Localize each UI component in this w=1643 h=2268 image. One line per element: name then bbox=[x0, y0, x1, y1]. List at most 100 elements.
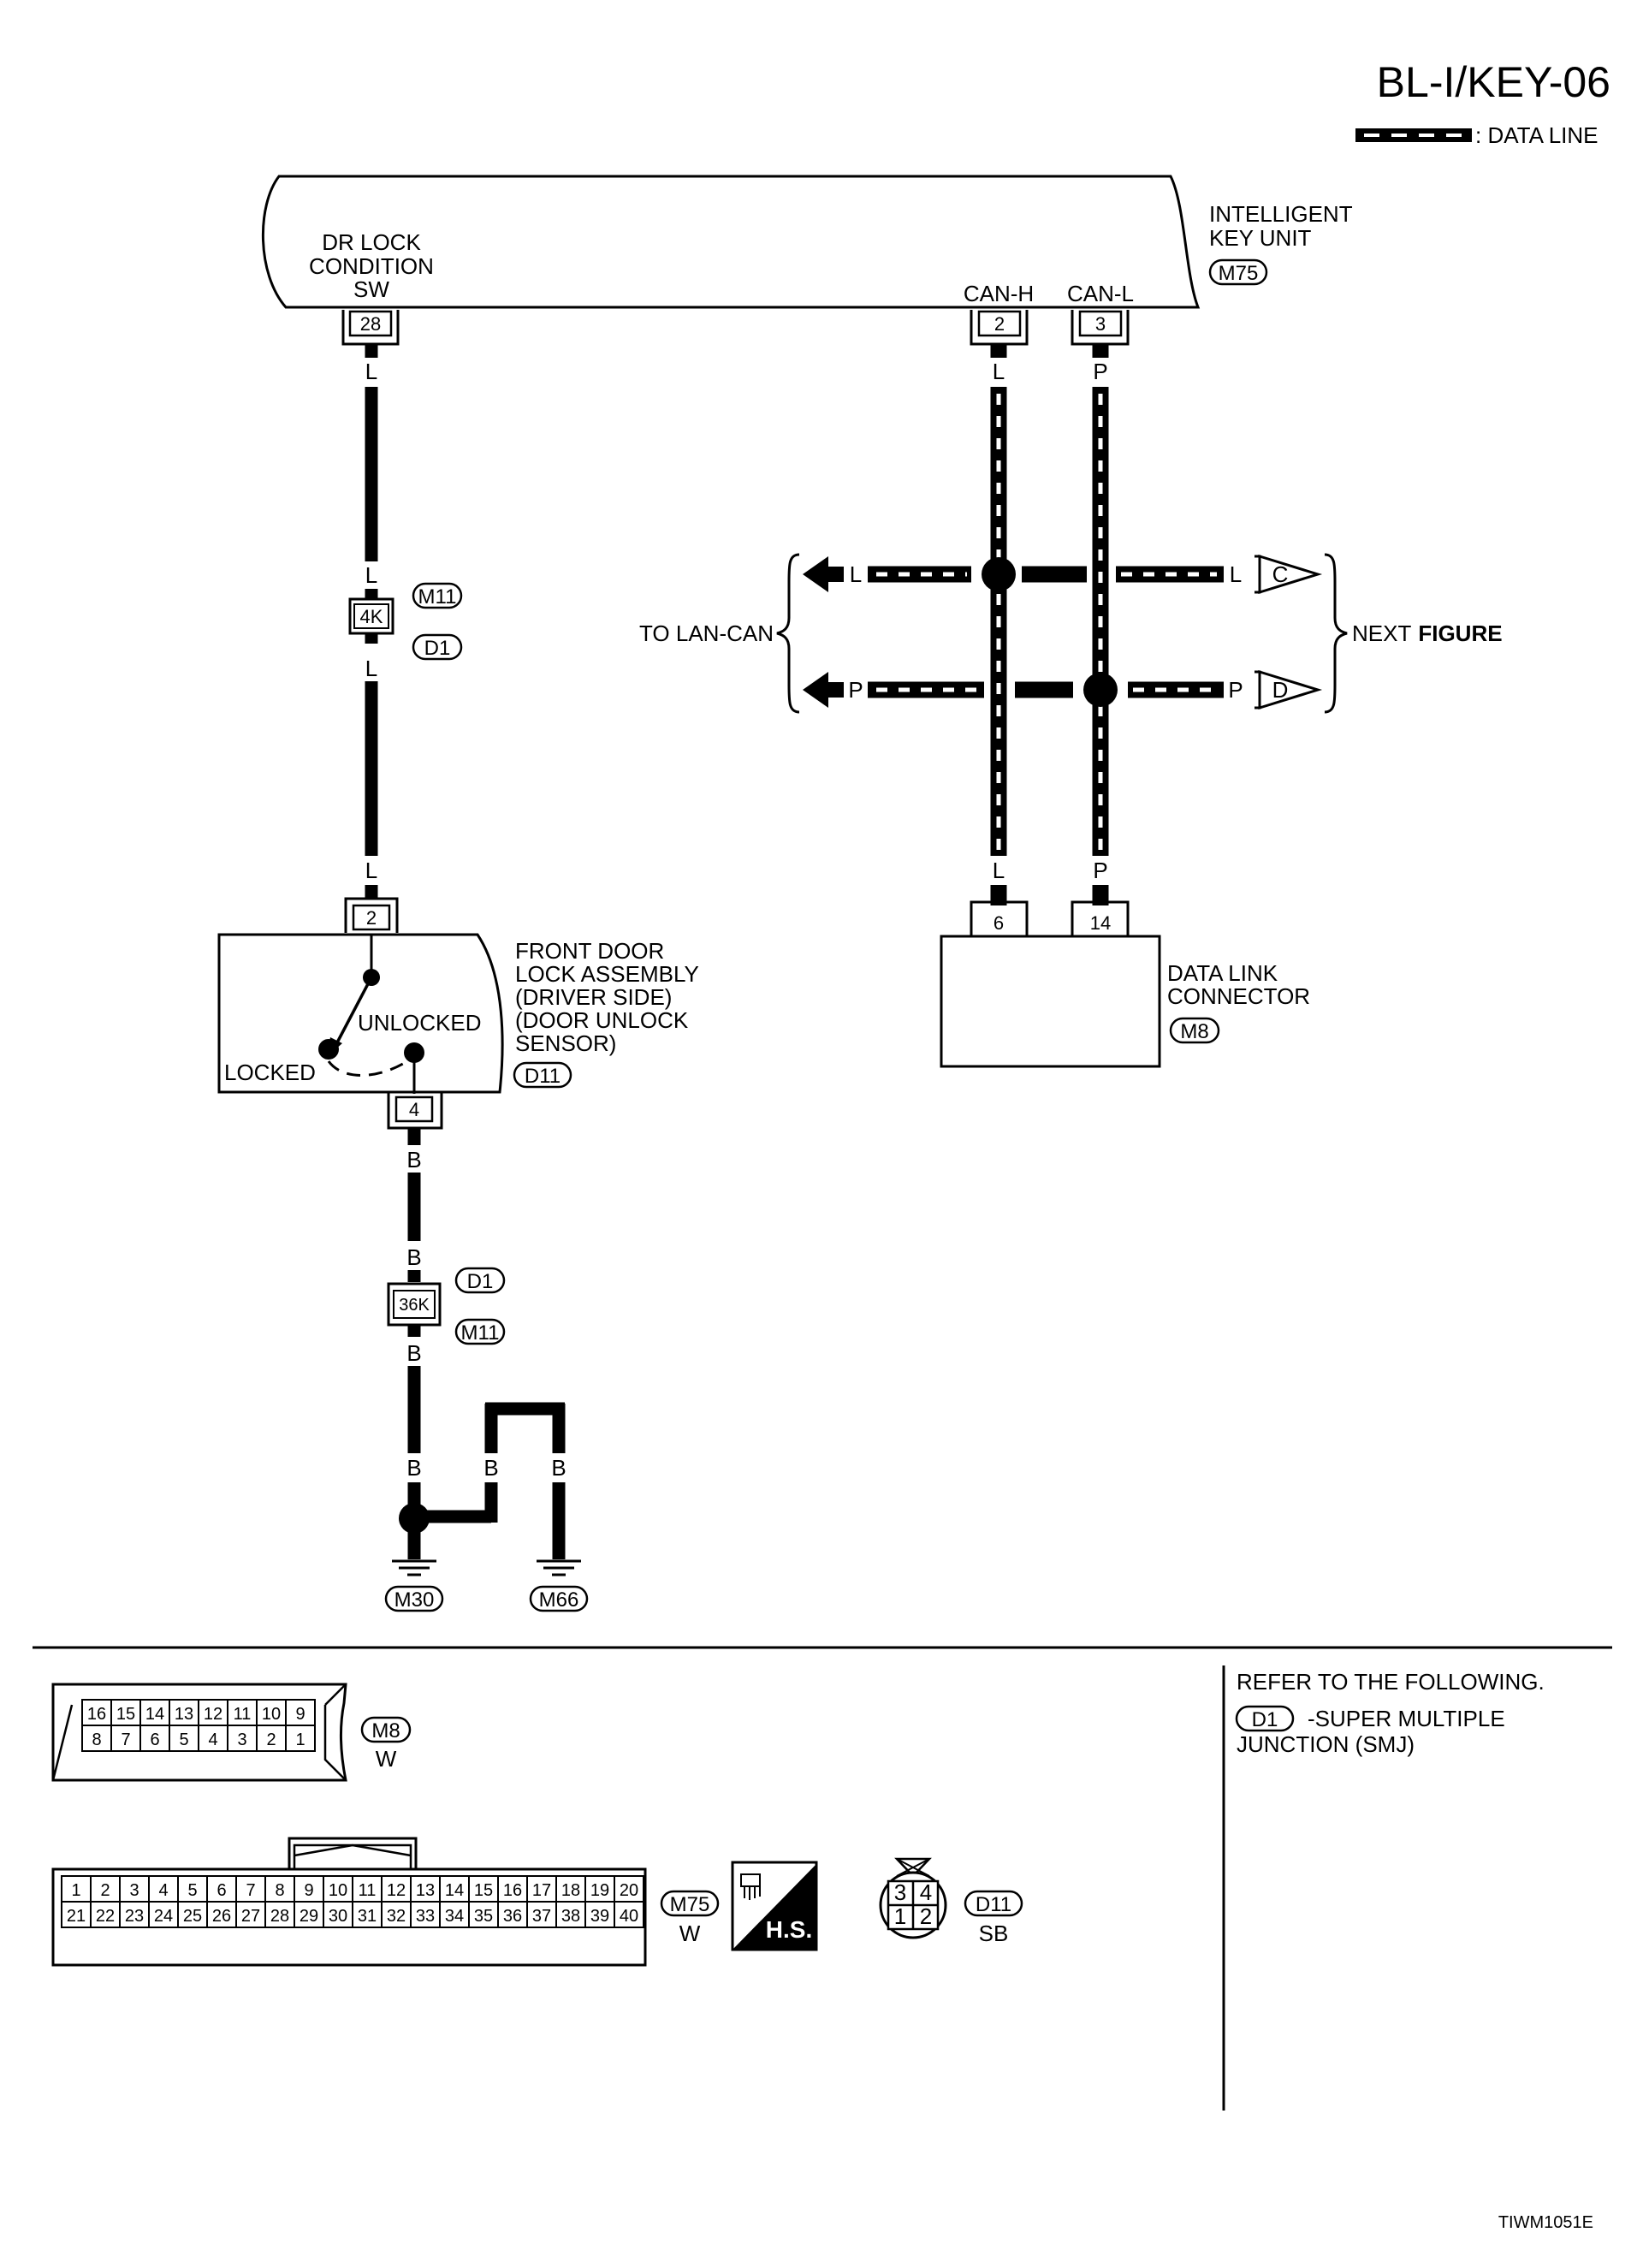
pin-number: 15 bbox=[474, 1881, 493, 1900]
pin-number: 33 bbox=[416, 1907, 435, 1926]
data-link-connector-body bbox=[940, 935, 1161, 1068]
door-lock-connector-label: D11 bbox=[525, 1065, 561, 1088]
connector-view-d11-label: D11 bbox=[976, 1893, 1011, 1916]
pin-number: 29 bbox=[300, 1907, 318, 1926]
door-lock-name-1: FRONT DOOR bbox=[515, 938, 664, 964]
connector-view-m75-tag: M75 bbox=[660, 1890, 720, 1917]
pin-cell bbox=[555, 1875, 586, 1903]
pin-cell bbox=[614, 1901, 644, 1928]
d11-pin-4: 4 bbox=[920, 1879, 932, 1905]
lan-can-p-wire-color-left: P bbox=[848, 677, 863, 703]
d11-pin-3: 3 bbox=[894, 1879, 906, 1905]
wire-b-ground bbox=[407, 1128, 566, 1559]
pin-number: 38 bbox=[561, 1907, 580, 1926]
front-door-lock-assembly bbox=[217, 933, 504, 1094]
next-figure-tag-c-label: C bbox=[1272, 561, 1289, 587]
wire-color-b-1: B bbox=[406, 1147, 421, 1173]
pin-cell bbox=[323, 1901, 353, 1928]
pin-cell bbox=[410, 1901, 441, 1928]
door-lock-unlocked-label: UNLOCKED bbox=[358, 1010, 481, 1036]
wire-color-b-4: B bbox=[406, 1455, 421, 1481]
door-lock-connector-tag: D11 bbox=[513, 1061, 572, 1089]
pin-number: 13 bbox=[416, 1881, 435, 1900]
connector-view-m75-color: W bbox=[679, 1921, 701, 1946]
pin-number: 25 bbox=[183, 1907, 202, 1926]
front-door-lock-pin-2: 2 bbox=[344, 897, 399, 933]
ground-tag-m30: M30 bbox=[384, 1585, 444, 1612]
can-l-splice-dot bbox=[1083, 673, 1118, 707]
pin-number: 16 bbox=[503, 1881, 522, 1900]
junction-4k: 4K bbox=[348, 597, 394, 635]
pin-cell bbox=[227, 1725, 258, 1752]
ground-splice-dot bbox=[399, 1503, 430, 1534]
pin-cell bbox=[381, 1901, 412, 1928]
door-lock-name-4: (DOOR UNLOCK bbox=[515, 1007, 689, 1033]
pin-cell bbox=[90, 1875, 121, 1903]
pin-number: 37 bbox=[532, 1907, 551, 1926]
can-h-wire-color-top: L bbox=[993, 359, 1005, 384]
door-lock-name-5: SENSOR) bbox=[515, 1030, 616, 1056]
pin-number: 7 bbox=[246, 1881, 255, 1900]
can-h-wire-color-bottom: L bbox=[993, 858, 1005, 883]
pin-number: 15 bbox=[116, 1705, 135, 1724]
connector-view-d11-color: SB bbox=[979, 1921, 1009, 1946]
pin-cell bbox=[256, 1725, 287, 1752]
can-h-splice-dot bbox=[982, 557, 1016, 591]
pin-number: 14 bbox=[145, 1705, 164, 1724]
to-lan-can-label: TO LAN-CAN bbox=[639, 620, 774, 646]
ground-tag-m66-label: M66 bbox=[539, 1588, 579, 1612]
pin-cell bbox=[584, 1901, 615, 1928]
junction-4k-tag-b-label: D1 bbox=[424, 637, 451, 660]
pin-number: 34 bbox=[445, 1907, 464, 1926]
pin-cell bbox=[206, 1901, 237, 1928]
pin-cell bbox=[148, 1901, 179, 1928]
pin-terminal-can-l: 3 bbox=[1071, 310, 1130, 346]
page-title: BL-I/KEY-06 bbox=[1377, 58, 1610, 106]
data-link-pin-14: 14 bbox=[1071, 900, 1130, 936]
pin-number: 39 bbox=[590, 1907, 609, 1926]
next-figure-tag-c: C bbox=[1254, 554, 1323, 595]
harness-side-label: H.S. bbox=[766, 1916, 812, 1943]
dr-lock-sw-label-2: CONDITION bbox=[309, 253, 434, 279]
junction-36k-tag-b: M11 bbox=[454, 1318, 506, 1345]
pin-cell bbox=[139, 1699, 170, 1726]
pin-cell bbox=[264, 1901, 295, 1928]
pin-number: 5 bbox=[187, 1881, 197, 1900]
data-line-legend: : DATA LINE bbox=[1355, 122, 1599, 148]
pin-number: 18 bbox=[561, 1881, 580, 1900]
d11-pin-2: 2 bbox=[920, 1903, 932, 1929]
can-l-wire-color-bottom: P bbox=[1093, 858, 1107, 883]
pin-number: 1 bbox=[71, 1881, 80, 1900]
harness-side-icon: H.S. bbox=[731, 1861, 818, 1951]
ground-symbol-m66 bbox=[537, 1559, 581, 1576]
pin-number: 22 bbox=[96, 1907, 115, 1926]
pin-terminal-can-h: 2 bbox=[970, 310, 1029, 346]
pin-number: 26 bbox=[212, 1907, 231, 1926]
wire-color-b-2: B bbox=[406, 1244, 421, 1270]
data-link-pin-6-label: 6 bbox=[994, 912, 1004, 934]
pin-number: 10 bbox=[329, 1881, 347, 1900]
pin-number: 36 bbox=[503, 1907, 522, 1926]
junction-36k-tag-b-label: M11 bbox=[461, 1321, 500, 1345]
data-link-connector-label: M8 bbox=[1180, 1020, 1208, 1043]
reference-desc-2: JUNCTION (SMJ) bbox=[1237, 1731, 1415, 1757]
next-figure-next: NEXT bbox=[1352, 620, 1411, 646]
pin-number: 30 bbox=[329, 1907, 347, 1926]
front-door-lock-pin-4: 4 bbox=[387, 1092, 443, 1130]
door-lock-bottom-pin-label: 4 bbox=[409, 1099, 419, 1120]
pin-number: 13 bbox=[175, 1705, 193, 1724]
lan-can-left-brace bbox=[776, 553, 800, 714]
lan-can-arrow-p bbox=[803, 672, 844, 708]
wire-color-l-4: L bbox=[365, 858, 377, 883]
junction-36k: 36K bbox=[387, 1282, 442, 1327]
pin-number: 11 bbox=[359, 1881, 377, 1900]
connector-view-m8-label: M8 bbox=[371, 1719, 400, 1743]
dr-lock-sw-label-3: SW bbox=[353, 276, 389, 302]
pin-can-h-label: 2 bbox=[994, 313, 1005, 335]
pin-number: 20 bbox=[620, 1881, 638, 1900]
pin-cell bbox=[584, 1875, 615, 1903]
pin-number: 5 bbox=[179, 1731, 188, 1749]
